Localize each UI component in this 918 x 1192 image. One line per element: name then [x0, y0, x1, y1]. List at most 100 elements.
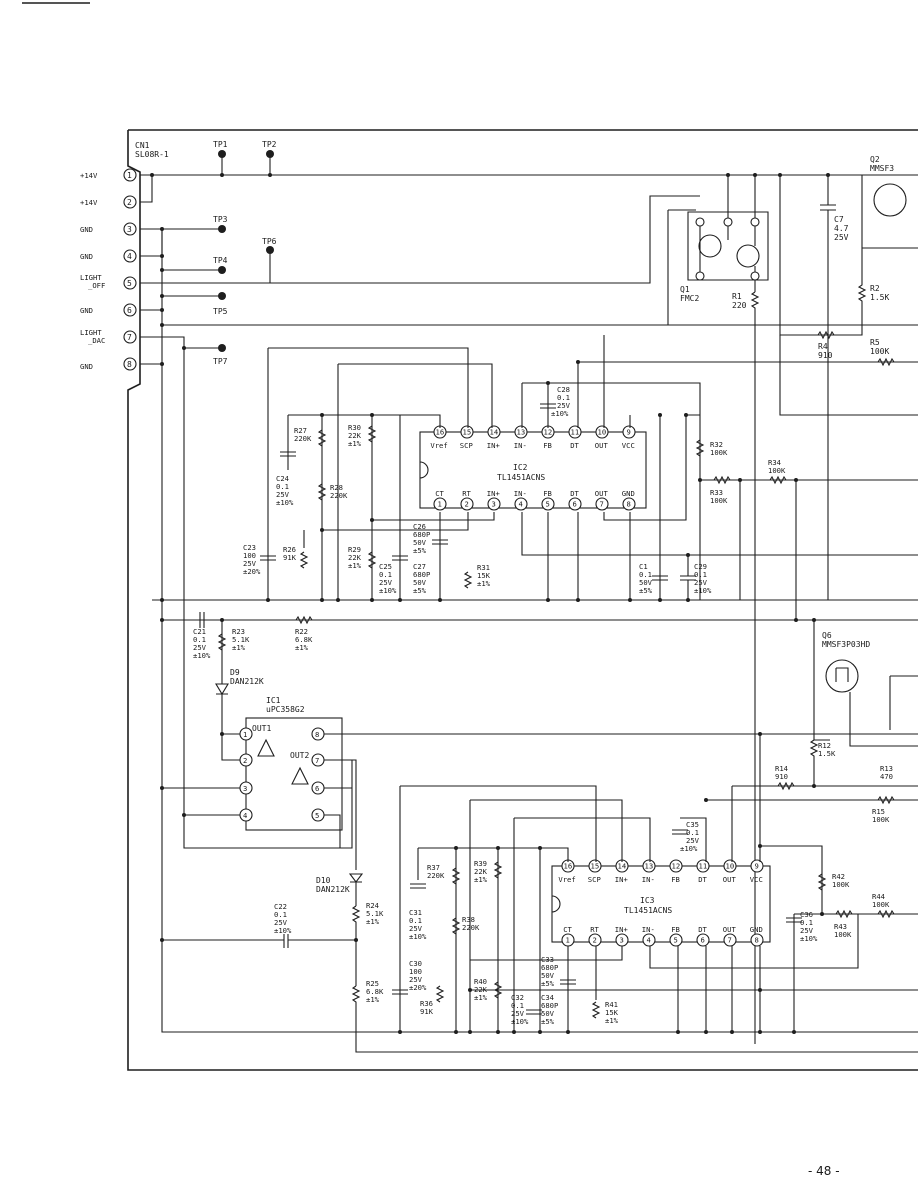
- junction-dots: [150, 173, 830, 1034]
- r22-ref: R22: [295, 627, 308, 636]
- ic3-pin-6: [696, 933, 710, 947]
- r2-ref: R2: [870, 284, 880, 293]
- ic2-pin-2: [460, 497, 474, 511]
- ic3-pin-label-15: SCP: [588, 875, 601, 884]
- ic2-pin-num-1: 1: [438, 500, 442, 509]
- ic3-pin-num-1: 1: [566, 936, 570, 945]
- ic3-pin-8: [750, 933, 764, 947]
- wires-ic1: [162, 620, 918, 870]
- c29-value: 0.1: [694, 570, 707, 579]
- ic3-pin-num-10: 10: [726, 862, 735, 871]
- r24-value: 5.1K: [366, 909, 384, 918]
- r24-tol: ±1%: [366, 917, 380, 926]
- r26-value: 91K: [283, 553, 297, 562]
- q1-ref: Q1: [680, 285, 690, 294]
- ic3-pin-5: [669, 933, 683, 947]
- r37-value: 220K: [427, 871, 445, 880]
- r32-ref: R32: [710, 440, 723, 449]
- c24-tol: ±10%: [276, 498, 294, 507]
- cn1-pin-6: [123, 303, 137, 317]
- ic2-pin-9: [622, 425, 636, 439]
- c22-rating: 25V: [274, 918, 288, 927]
- c27-value: 680P: [413, 570, 430, 579]
- cn1-signal-8: GND: [80, 362, 93, 371]
- cn1-signal-7a: LIGHT: [80, 328, 102, 337]
- cn1-pin-num-3: 3: [127, 225, 132, 234]
- r1-resistor: R1 220: [732, 291, 760, 1044]
- r2-value: 1.5K: [870, 293, 889, 302]
- svg-text:1: 1: [243, 730, 247, 739]
- ic2-pin-label-15: SCP: [460, 441, 473, 450]
- r28-ref: R28: [330, 483, 343, 492]
- cn1-pin-8: [123, 357, 137, 371]
- c32-ref: C32: [511, 993, 524, 1002]
- c23-value: 100: [243, 551, 256, 560]
- ic2-pin-num-3: 3: [492, 500, 496, 509]
- ic3-pin-num-14: 14: [618, 862, 627, 871]
- r38-value: 220K: [462, 923, 480, 932]
- c35-rating: 25V: [686, 836, 700, 845]
- r43-value: 100K: [834, 930, 852, 939]
- q2-part: MMSF3: [870, 164, 894, 173]
- cn1-part: SL08R-1: [135, 150, 169, 159]
- ic2-pin-11: [568, 425, 582, 439]
- c28-rating: 25V: [557, 401, 571, 410]
- page-number: - 48 -: [808, 1164, 840, 1178]
- ic2-pin-label-7: OUT: [595, 489, 609, 498]
- ic2-pin-10: [595, 425, 609, 439]
- svg-text:2: 2: [243, 756, 247, 765]
- q6-area: Q6 MMSF3P03HD R12 1.5K R14 910 R13 470 R…: [706, 620, 918, 824]
- ic2-pin-4: [514, 497, 528, 511]
- ic2-pin-label-1: CT: [435, 489, 444, 498]
- c28-tol: ±10%: [551, 409, 569, 418]
- c26-ref: C26: [413, 522, 426, 531]
- c21-value: 0.1: [193, 635, 206, 644]
- ic3-pin-4: [642, 933, 656, 947]
- r29-value: 22K: [348, 553, 362, 562]
- ic3-pin-9: [750, 859, 764, 873]
- ic3-pin-label-13: IN-: [642, 875, 655, 884]
- r27-value: 220K: [294, 434, 312, 443]
- r34-value: 100K: [768, 466, 786, 475]
- connector-signal-labels: +14V +14V GND GND LIGHT _OFF GND LIGHT _…: [80, 171, 105, 371]
- ic3-pin-num-7: 7: [728, 936, 732, 945]
- c34-tol: ±5%: [541, 1017, 555, 1026]
- ic3-pin-num-9: 9: [755, 862, 759, 871]
- ic3-pin-label-14: IN+: [615, 875, 629, 884]
- c1-value: 0.1: [639, 570, 652, 579]
- ic2-pin-8: [622, 497, 636, 511]
- ic3-pin-label-4: IN-: [642, 925, 655, 934]
- cn1-signal-5a: LIGHT: [80, 273, 102, 282]
- c26-rating: 50V: [413, 538, 427, 547]
- ic3-pin-2: [588, 933, 602, 947]
- c1-tol: ±5%: [639, 586, 653, 595]
- c22-tol: ±10%: [274, 926, 292, 935]
- r36-value: 91K: [420, 1007, 434, 1016]
- ic2-pin-num-9: 9: [627, 428, 631, 437]
- frame-left-bottom: [127, 130, 918, 1071]
- cn1-pin-3: [123, 222, 137, 236]
- ic2-pin-num-5: 5: [546, 500, 550, 509]
- ic3-pin-num-5: 5: [674, 936, 678, 945]
- c31-value: 0.1: [409, 916, 422, 925]
- r40-ref: R40: [474, 977, 487, 986]
- r15-ref: R15: [872, 807, 885, 816]
- c1-ref: C1: [639, 562, 648, 571]
- ic2-pin-num-8: 8: [627, 500, 631, 509]
- svg-text:3: 3: [243, 784, 247, 793]
- ic3-pin-label-5: FB: [671, 925, 680, 934]
- r28-value: 220K: [330, 491, 348, 500]
- r22-value: 6.8K: [295, 635, 313, 644]
- wires-ic3: [399, 734, 918, 1033]
- ic3-pin-label-12: FB: [671, 875, 680, 884]
- tp1-label: TP1: [213, 140, 228, 149]
- ic2-pin-label-12: FB: [543, 441, 552, 450]
- cn1-ref: CN1: [135, 141, 150, 150]
- ic2-pin-label-13: IN-: [514, 441, 527, 450]
- cn1-pin-num-6: 6: [127, 306, 132, 315]
- c21-rating: 25V: [193, 643, 207, 652]
- c29-tol: ±10%: [694, 586, 712, 595]
